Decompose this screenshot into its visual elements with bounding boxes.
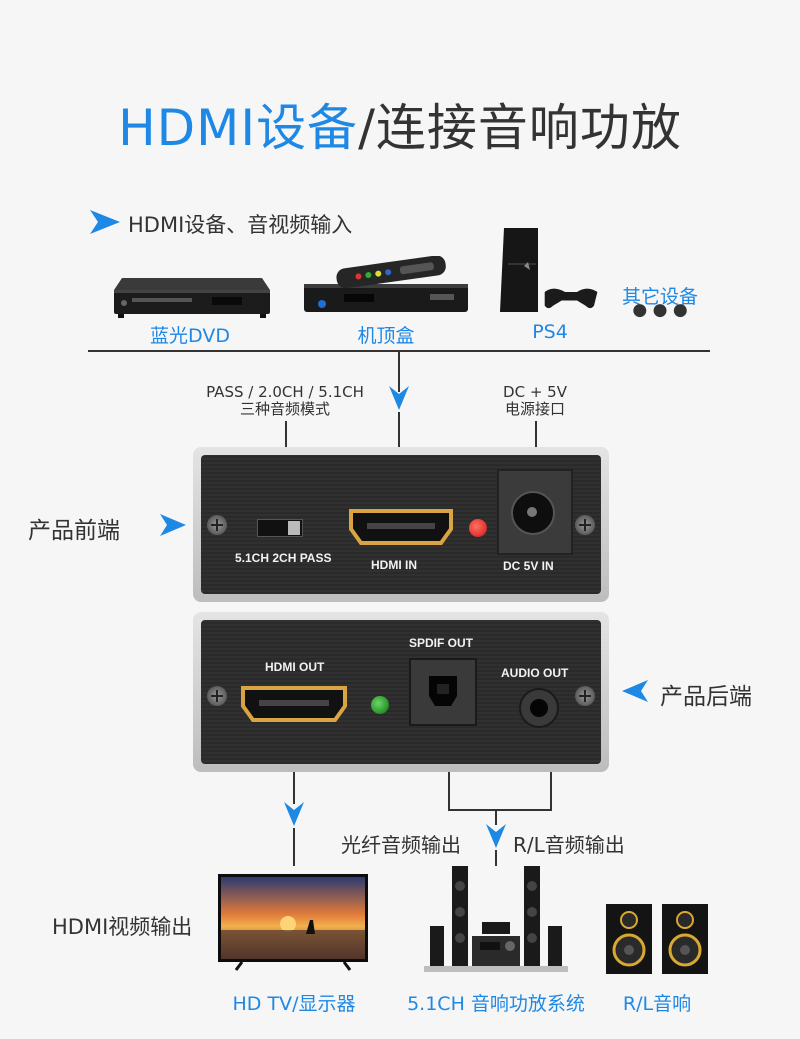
mode-note-line1: PASS / 2.0CH / 5.1CH bbox=[206, 383, 364, 401]
screw-icon bbox=[207, 515, 227, 535]
right-arrow-icon bbox=[160, 514, 186, 536]
red-led-icon bbox=[469, 519, 487, 537]
hdmi-out-line bbox=[293, 772, 295, 804]
rear-panel-face: HDMI OUT SPDIF OUT AUDIO OUT bbox=[201, 620, 601, 764]
hdmi-in-port-icon[interactable] bbox=[345, 505, 457, 547]
tv-line bbox=[293, 828, 295, 866]
hdmi-video-output-label: HDMI视频输出 bbox=[52, 915, 193, 939]
power-note-line2: 电源接口 bbox=[504, 400, 565, 418]
audio-merge-line bbox=[448, 809, 552, 811]
amp-line-lower bbox=[495, 850, 497, 866]
play-arrow-icon bbox=[90, 210, 120, 234]
device-label-stb: 机顶盒 bbox=[357, 325, 415, 347]
amp-caption: 5.1CH 音响功放系统 bbox=[407, 993, 585, 1015]
dc-power-jack[interactable] bbox=[497, 469, 573, 555]
set-top-box-image bbox=[304, 256, 468, 312]
mode-switch[interactable] bbox=[257, 519, 303, 537]
amp-system-image bbox=[424, 866, 568, 972]
screw-icon bbox=[207, 686, 227, 706]
down-arrow-icon bbox=[389, 386, 409, 410]
optical-output-label: 光纤音频输出 bbox=[341, 833, 461, 857]
tv-caption: HD TV/显示器 bbox=[232, 993, 356, 1015]
switch-label: 5.1CH 2CH PASS bbox=[235, 551, 332, 565]
screw-icon bbox=[575, 686, 595, 706]
spdif-port-icon[interactable] bbox=[409, 658, 477, 726]
down-arrow-icon bbox=[486, 824, 506, 848]
hdmi-in-label: HDMI IN bbox=[371, 558, 417, 572]
input-connector-line bbox=[398, 350, 400, 392]
front-panel: 5.1CH 2CH PASS HDMI IN DC 5V IN bbox=[193, 447, 609, 602]
hdmi-in-note-line bbox=[398, 412, 400, 447]
front-side-label: 产品前端 bbox=[28, 518, 120, 544]
front-panel-face: 5.1CH 2CH PASS HDMI IN DC 5V IN bbox=[201, 455, 601, 594]
bluray-player-image bbox=[114, 278, 270, 318]
spdif-line bbox=[448, 772, 450, 810]
mode-note-line bbox=[285, 421, 287, 447]
screw-icon bbox=[575, 515, 595, 535]
amp-line bbox=[495, 809, 497, 825]
input-heading: HDMI设备、音视频输入 bbox=[128, 213, 353, 237]
device-label-bluray: 蓝光DVD bbox=[150, 325, 230, 347]
spdif-label: SPDIF OUT bbox=[409, 636, 474, 650]
title-rest: /连接音响功放 bbox=[358, 99, 682, 157]
speakers-caption: R/L音响 bbox=[622, 993, 692, 1015]
ps4-console-image bbox=[500, 228, 598, 312]
audio-out-label: AUDIO OUT bbox=[501, 666, 569, 680]
audio-jack-icon[interactable] bbox=[519, 688, 559, 728]
device-label-other: 其它设备 bbox=[621, 286, 698, 308]
green-led-icon bbox=[371, 696, 389, 714]
power-note-line bbox=[535, 421, 537, 447]
audio-line bbox=[550, 772, 552, 810]
title-highlight: HDMI设备 bbox=[118, 99, 359, 157]
dc-label: DC 5V IN bbox=[503, 559, 554, 573]
down-arrow-icon bbox=[284, 802, 304, 826]
power-note-line1: DC + 5V bbox=[503, 383, 567, 401]
left-arrow-icon bbox=[622, 680, 648, 702]
ellipsis-dots: ● ● ● bbox=[632, 300, 688, 320]
rear-side-label: 产品后端 bbox=[660, 684, 752, 710]
tv-image bbox=[218, 874, 368, 971]
device-label-ps4: PS4 bbox=[532, 321, 568, 343]
mode-note-line2: 三种音频模式 bbox=[239, 400, 330, 418]
hdmi-out-port-icon[interactable] bbox=[237, 682, 351, 726]
page-title: HDMI设备/连接音响功放 bbox=[0, 88, 800, 160]
rl-speakers-image bbox=[606, 904, 708, 974]
rear-panel: HDMI OUT SPDIF OUT AUDIO OUT bbox=[193, 612, 609, 772]
hdmi-out-label: HDMI OUT bbox=[265, 660, 325, 674]
rl-output-label: R/L音频输出 bbox=[513, 833, 625, 857]
